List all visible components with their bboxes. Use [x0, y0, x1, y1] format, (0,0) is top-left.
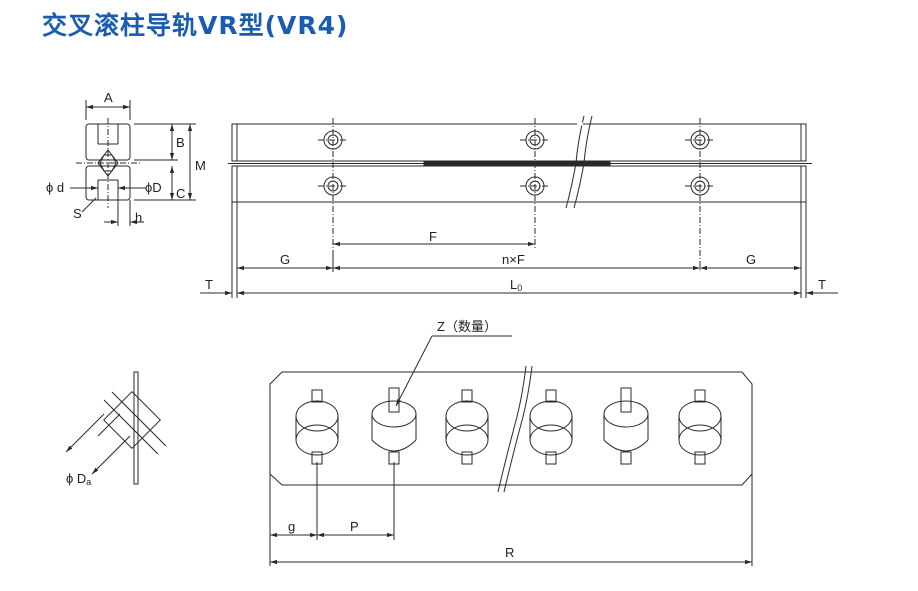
- roller-3: [445, 389, 489, 465]
- roller-1: [295, 389, 339, 465]
- label-F: F: [429, 229, 437, 244]
- label-C: C: [176, 186, 185, 201]
- roller-angle-view: [65, 371, 167, 485]
- roller-cage-view: [269, 335, 753, 566]
- label-T-right: T: [818, 277, 826, 292]
- label-nF: n×F: [502, 252, 525, 267]
- upper-holes: [323, 130, 710, 150]
- label-g: g: [288, 519, 295, 534]
- lower-holes: [323, 176, 710, 196]
- label-S: S: [73, 206, 82, 221]
- label-G-right: G: [746, 252, 756, 267]
- label-Z: Z（数量）: [437, 319, 497, 334]
- page-title: 交叉滚柱导轨VR型(VR4): [42, 11, 349, 40]
- cross-section-view: [70, 100, 196, 226]
- label-Da: ϕ Da: [66, 471, 91, 487]
- roller-4: [529, 389, 573, 465]
- lower-rail: [231, 165, 807, 203]
- label-M: M: [195, 158, 206, 173]
- roller-6: [678, 389, 722, 465]
- label-d: ϕ d: [46, 180, 64, 195]
- label-L0: L0: [510, 277, 522, 293]
- label-A: A: [104, 90, 113, 105]
- label-D: ϕD: [145, 180, 162, 195]
- roller-2: [371, 387, 417, 465]
- upper-rail: [231, 123, 807, 162]
- label-R: R: [505, 545, 514, 560]
- label-B: B: [176, 135, 185, 150]
- label-T-left: T: [205, 277, 213, 292]
- rail-length-view: [200, 115, 838, 298]
- roller-5: [603, 387, 649, 465]
- cage-plate: [269, 371, 753, 486]
- label-G-left: G: [280, 252, 290, 267]
- label-P: P: [350, 519, 359, 534]
- label-h: h: [135, 210, 142, 225]
